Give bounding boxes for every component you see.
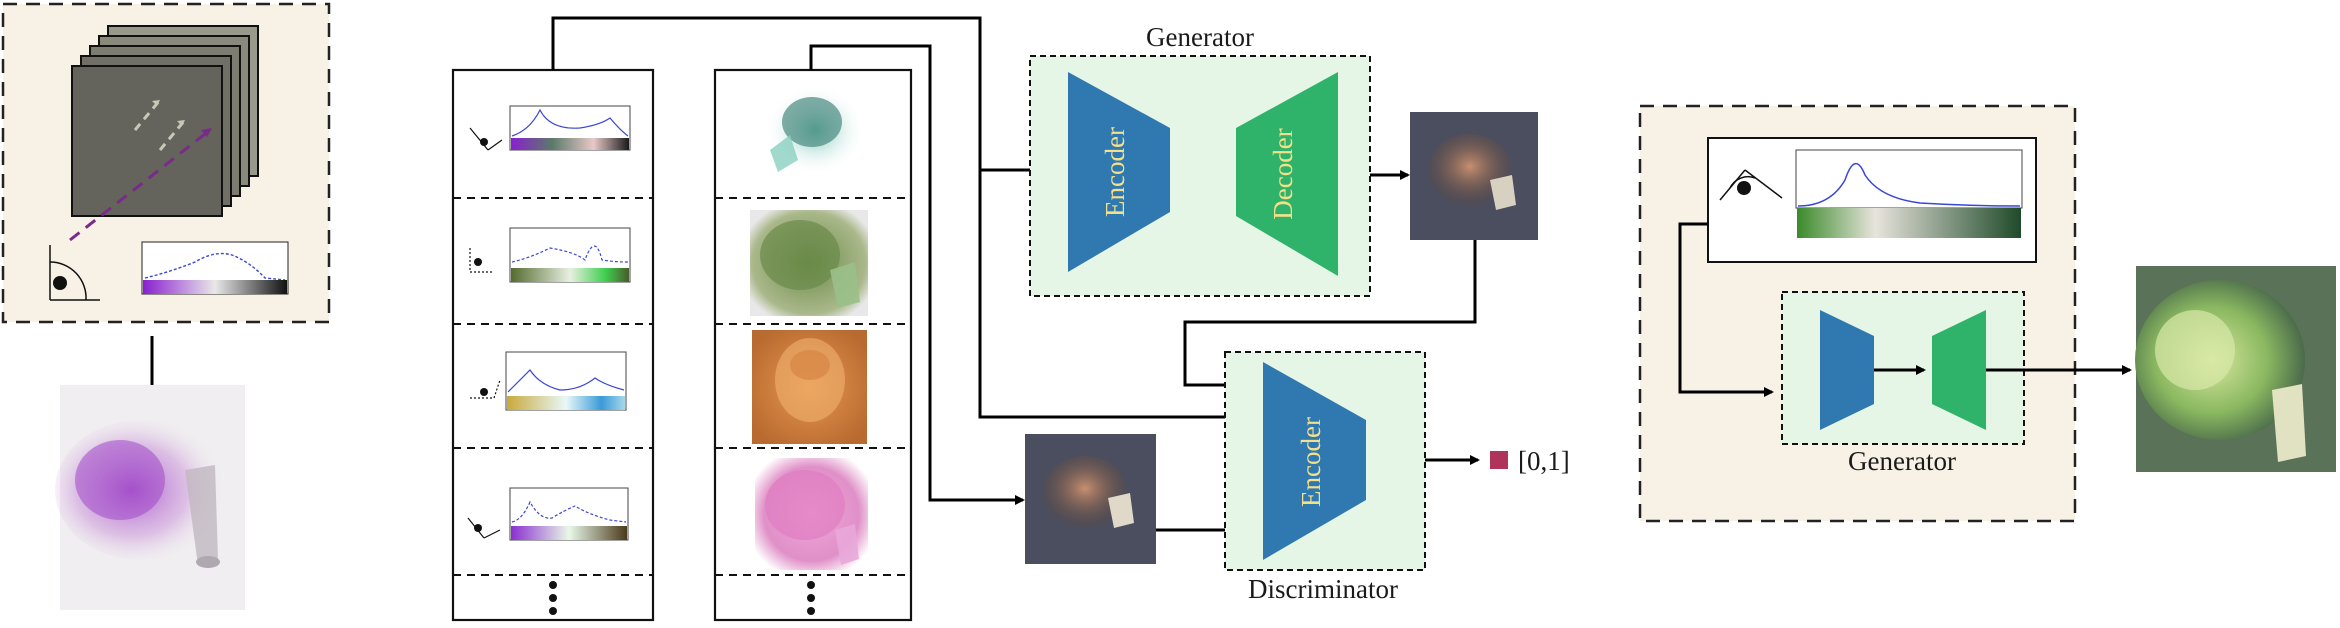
discriminator: Encoder Discriminator [0,1] xyxy=(1224,351,1570,604)
output-range-label: [0,1] xyxy=(1518,446,1570,476)
volume-rendering-panel xyxy=(1,2,331,324)
transfer-function-right xyxy=(1795,149,2023,238)
output-square xyxy=(1490,451,1508,469)
rendered-volume-purple xyxy=(55,385,245,610)
rendered-thumbnail-2 xyxy=(750,210,868,316)
discriminator-encoder-block xyxy=(1263,362,1366,560)
decoder-block xyxy=(1236,72,1338,276)
inference-decoder-block xyxy=(1932,310,1986,430)
tf-row-3 xyxy=(470,351,627,411)
generator-title: Generator xyxy=(1146,22,1254,52)
inference-encoder-block xyxy=(1820,310,1874,430)
encoder-label: Encoder xyxy=(1100,127,1130,217)
rendered-thumbnail-4 xyxy=(755,458,868,570)
inference-input xyxy=(1707,137,2037,263)
rendered-thumbnail-1 xyxy=(765,85,865,175)
small-eye-icon xyxy=(469,127,503,151)
volume-slices-stack xyxy=(69,25,259,242)
inference-connectors xyxy=(1678,222,2132,397)
tf-row-4 xyxy=(467,487,629,541)
inference-output-image xyxy=(2135,266,2336,472)
transfer-function-column xyxy=(451,68,655,622)
small-eye-icon xyxy=(469,248,494,273)
generator-training: Generator Encoder Decoder xyxy=(1029,22,1371,297)
generated-image xyxy=(1410,112,1538,240)
viewpoint-eye-icon xyxy=(49,245,100,301)
viewpoint-eye-icon-right xyxy=(1719,169,1783,201)
small-eye-icon xyxy=(467,517,501,539)
more-items-ellipsis-2 xyxy=(807,581,815,615)
tf-row-2 xyxy=(469,227,631,283)
inference-panel: Generator xyxy=(1638,104,2077,523)
encoder-block xyxy=(1068,72,1170,272)
decoder-label: Decoder xyxy=(1268,128,1298,219)
discriminator-encoder-label: Encoder xyxy=(1296,417,1326,507)
discriminator-title: Discriminator xyxy=(1248,574,1398,604)
rendered-image-column xyxy=(713,68,913,622)
ground-truth-image xyxy=(1025,434,1156,564)
rendered-thumbnail-3 xyxy=(752,330,867,444)
inference-generator-title: Generator xyxy=(1848,446,1956,476)
inference-generator-panel xyxy=(1781,291,2025,445)
small-eye-icon xyxy=(470,379,501,399)
tf-row-1 xyxy=(469,105,631,151)
more-items-ellipsis xyxy=(549,581,557,615)
transfer-function-left xyxy=(141,241,289,295)
